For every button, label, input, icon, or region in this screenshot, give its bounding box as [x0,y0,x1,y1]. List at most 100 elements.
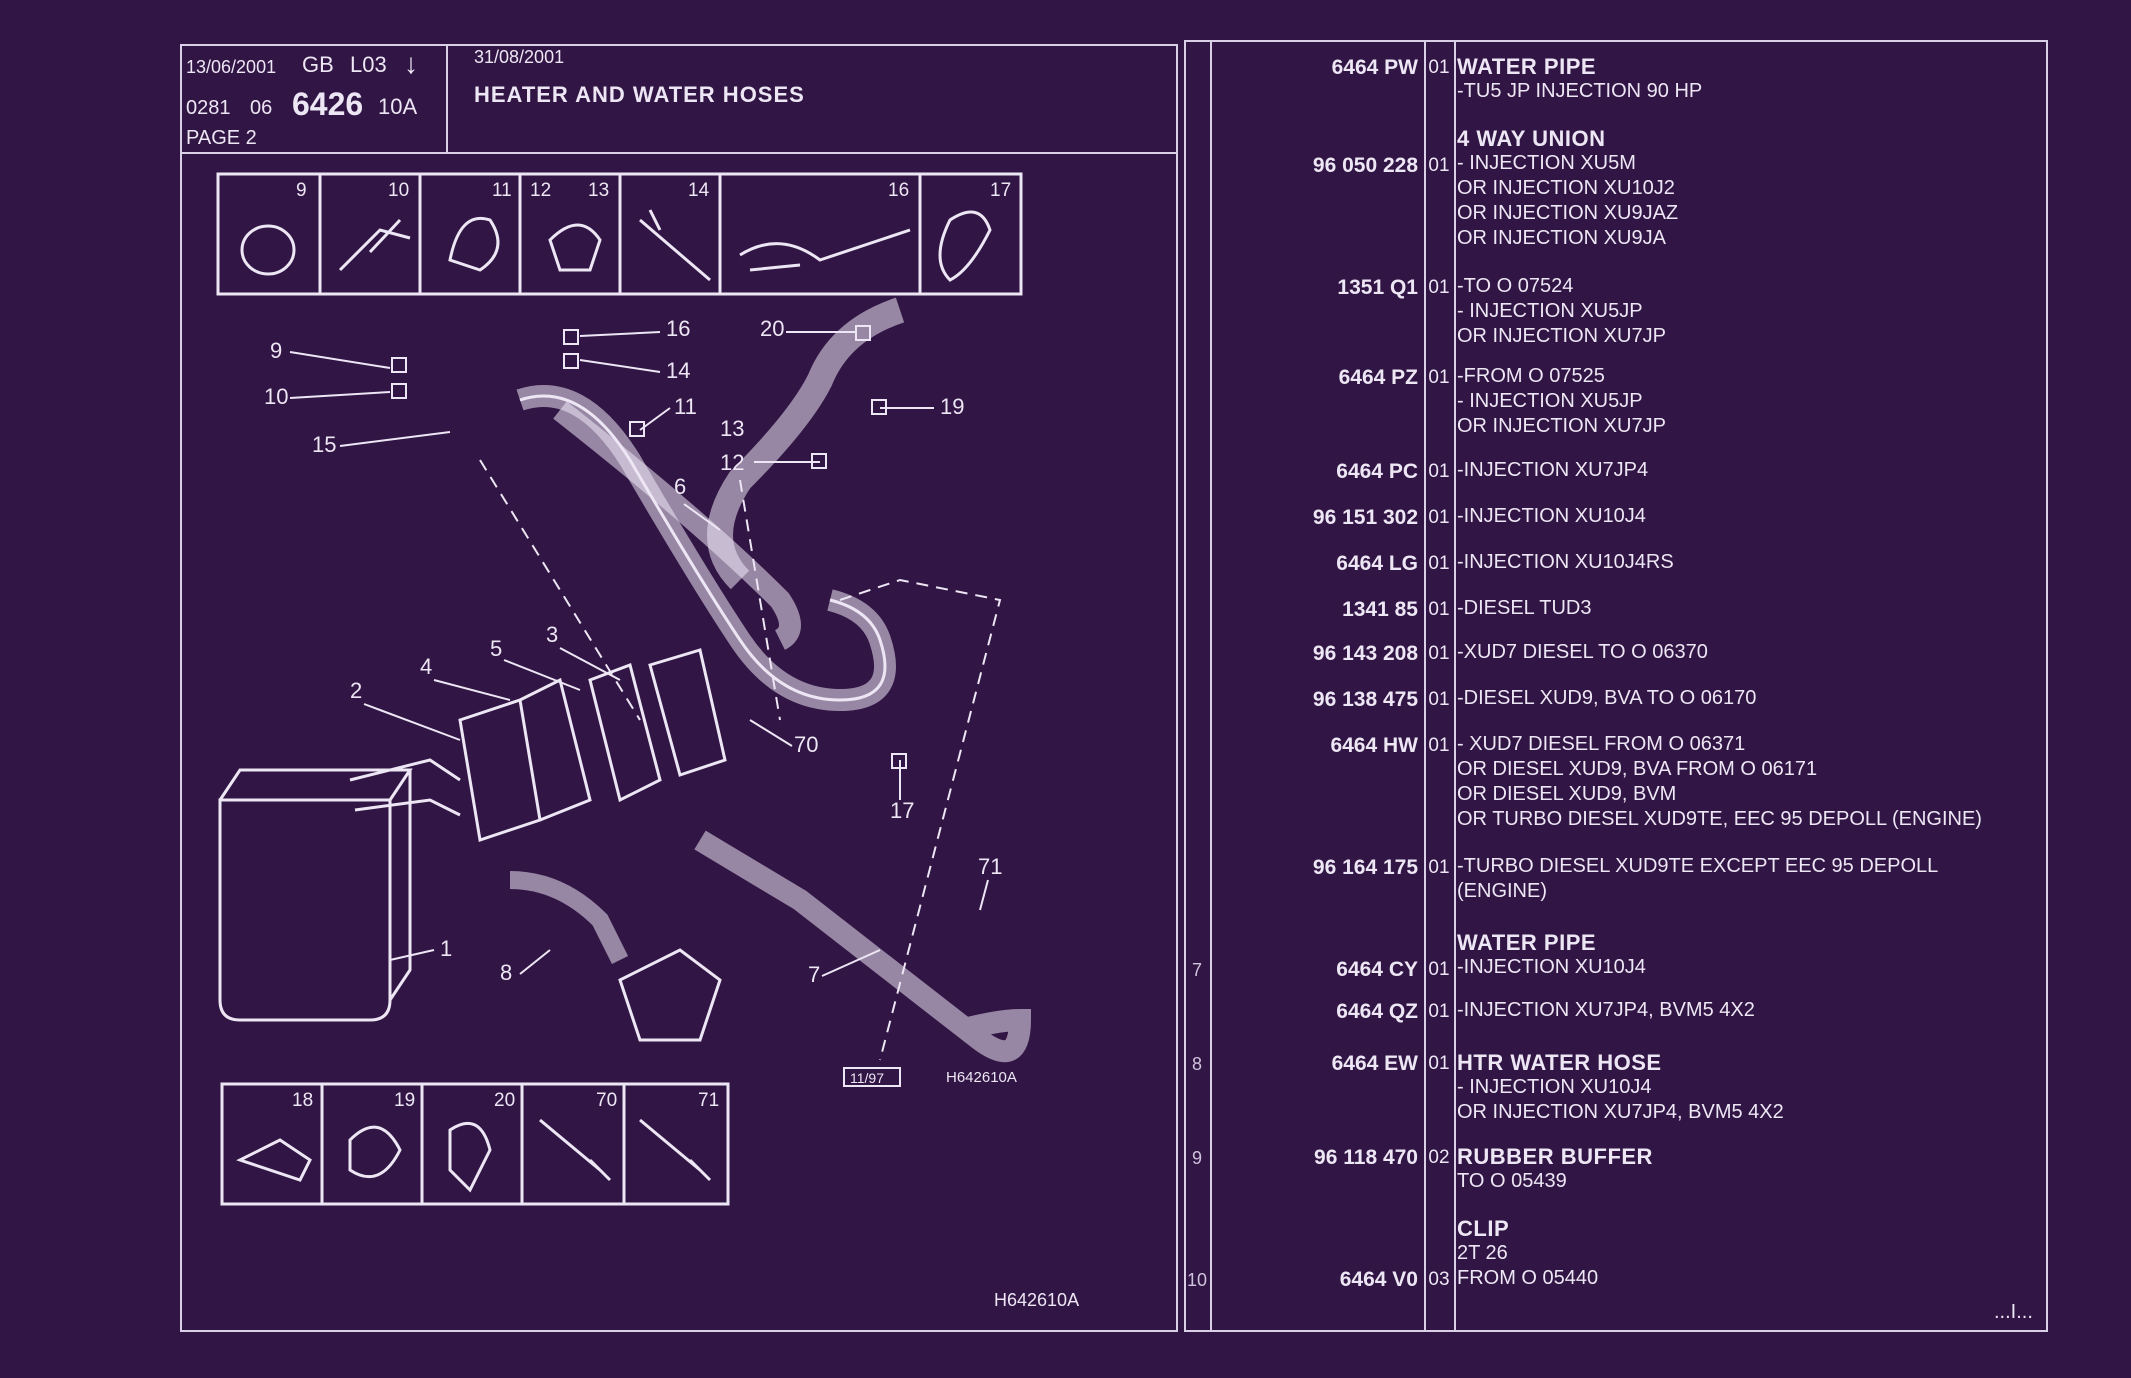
diagram-date-box: 11/97 [850,1070,884,1086]
row-part-number: 6464 V0 [1339,1268,1418,1291]
row-description-line: -DIESEL TUD3 [1457,597,1592,619]
row-description-line: -INJECTION XU10J4 [1457,956,1646,978]
clip-19-icon [348,1125,402,1179]
header-divider [446,44,448,154]
seal-4 [519,677,592,822]
strip-label-70: 70 [596,1090,617,1111]
strip-label-12: 12 [530,180,551,201]
clip-20-icon [448,1121,492,1193]
callout-4: 4 [420,654,432,679]
callout-15: 15 [312,432,336,457]
marker-17 [891,753,907,769]
row-quantity: 01 [1428,857,1450,878]
row-part-number: 6464 CY [1336,958,1418,981]
strip-label-19: 19 [394,1090,415,1111]
bracket-18-icon [236,1138,312,1182]
water-pipe-7 [694,830,1032,1063]
screw-70-icon [539,1118,612,1182]
print-date: 13/06/2001 [186,57,277,77]
callout-5: 5 [490,636,502,661]
row-heading: WATER PIPE [1457,930,1597,955]
row-part-number: 6464 PW [1331,56,1418,79]
row-part-number: 96 118 470 [1314,1146,1418,1169]
heater-assembly [218,297,1032,1063]
row-description-line: - XUD7 DIESEL FROM O 06371 [1457,733,1746,755]
row-heading: WATER PIPE [1457,54,1597,79]
callout-17: 17 [890,798,914,823]
callout-1: 1 [440,936,452,961]
row-description-line: OR INJECTION XU7JP [1457,325,1666,347]
row-description-line: -INJECTION XU10J4 [1457,505,1646,527]
callout-12: 12 [720,450,744,475]
row-description-line: OR INJECTION XU9JAZ [1457,202,1679,224]
row-part-number: 96 151 302 [1312,506,1418,529]
row-description: -INJECTION XU10J4RS [1457,550,2057,575]
callout-2: 2 [350,678,362,703]
row-quantity: 02 [1428,1147,1450,1168]
row-description-line: (ENGINE) [1457,880,1547,902]
row-description-line: - INJECTION XU10J4 [1457,1076,1652,1098]
plate-3 [648,648,727,777]
row-part-number: 6464 PZ [1338,366,1418,389]
union-block [618,948,722,1042]
row-description-line: OR DIESEL XUD9, BVM [1457,783,1677,805]
strip-label-10: 10 [388,180,409,201]
level-code: L03 [350,52,387,77]
diagram-ref-code-bottom: H642610A [994,1290,1079,1310]
row-part-number: 1341 85 [1342,598,1418,621]
callout-70: 70 [794,732,818,757]
row-heading: HTR WATER HOSE [1457,1050,1662,1075]
row-description-line: OR DIESEL XUD9, BVA FROM O 06171 [1457,758,1818,780]
row-quantity: 01 [1428,735,1450,756]
exploded-parts-diagram: 9 10 11 12 13 14 16 17 [180,160,1079,1325]
callout-3: 3 [546,622,558,647]
strip-label-17: 17 [990,180,1011,201]
top-parts-strip: 9 10 11 12 13 14 16 17 [216,172,1023,296]
row-description-line: -DIESEL XUD9, BVA TO O 06170 [1457,687,1757,709]
row-quantity: 01 [1428,1001,1450,1022]
row-heading: CLIP [1457,1216,1510,1241]
row-description-line: -TURBO DIESEL XUD9TE EXCEPT EEC 95 DEPOL… [1457,855,1939,877]
row-quantity: 01 [1428,1053,1450,1074]
row-quantity: 01 [1428,643,1450,664]
clip-17-icon [938,210,992,282]
marker-9 [391,357,407,373]
row-description-line: -INJECTION XU7JP4 [1457,459,1649,481]
marker-19 [871,399,887,415]
row-ref-number: 9 [1191,1148,1202,1168]
row-description-line: -TU5 JP INJECTION 90 HP [1457,80,1703,102]
heater-matrix-body [218,798,392,1022]
row-description-line: - INJECTION XU5JP [1457,390,1643,412]
row-part-number: 96 050 228 [1312,154,1418,177]
part-column-divider [1424,40,1426,1332]
callout-16: 16 [666,316,690,341]
row-description-line: OR INJECTION XU9JA [1457,227,1666,249]
row-quantity: 01 [1428,599,1450,620]
catalogue-code: 0281 [186,97,231,119]
ref-column-divider [1210,40,1212,1332]
language-code: GB [302,52,334,77]
row-quantity: 01 [1428,155,1450,176]
continued-mark: ...I... [1994,1301,2033,1323]
water-hose-6-outline [519,394,887,702]
callout-71: 71 [978,854,1002,879]
row-description: -INJECTION XU7JP4, BVM5 4X2 [1457,998,2057,1023]
hose-8 [509,871,629,965]
row-description-line: OR INJECTION XU7JP4, BVM5 4X2 [1457,1101,1784,1123]
down-arrow-icon: ↓ [404,48,418,79]
heater-matrix-top [218,768,413,1001]
marker-16 [563,329,579,345]
row-part-number: 6464 EW [1331,1052,1418,1075]
strip-label-11: 11 [492,180,512,201]
row-description: -DIESEL TUD3 [1457,596,2057,621]
row-part-number: 6464 PC [1336,460,1418,483]
strap-14-icon [639,209,711,282]
bracket-10-icon [338,218,411,272]
qty-column-divider [1454,40,1456,1332]
date-box-frame [843,1067,901,1087]
row-description-line: FROM O 05440 [1457,1267,1599,1289]
row-heading: RUBBER BUFFER [1457,1144,1653,1169]
plate-5 [588,663,662,803]
